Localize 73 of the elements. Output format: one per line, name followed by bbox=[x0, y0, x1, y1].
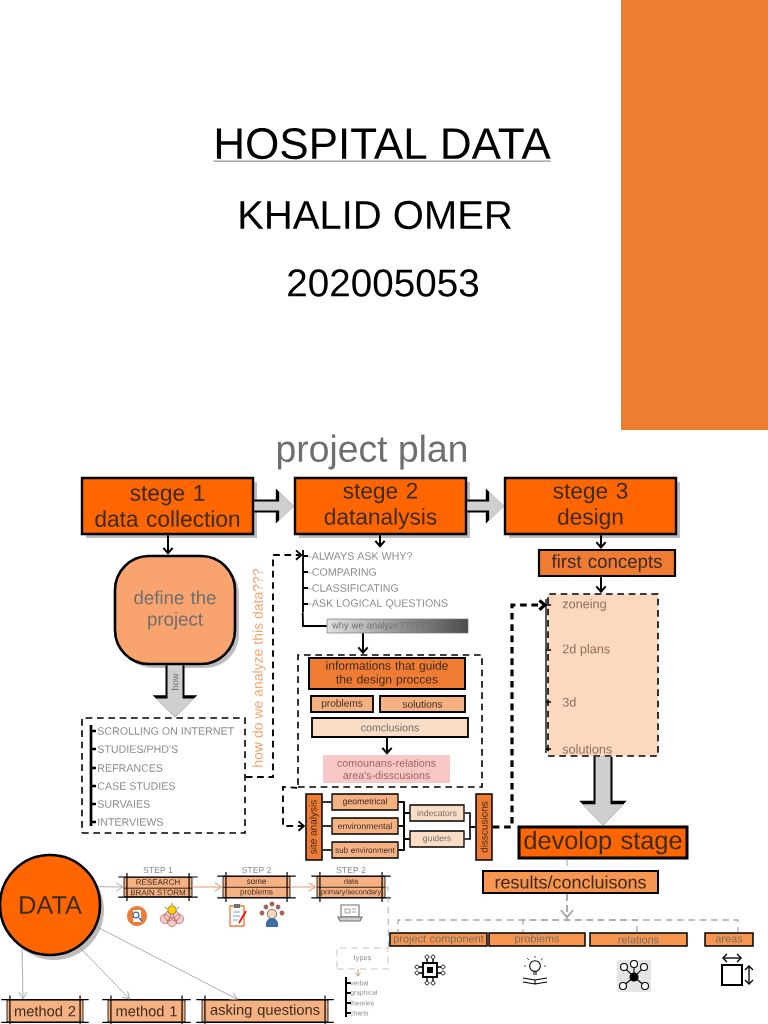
stage-box: stege 2 datanalysis bbox=[293, 476, 470, 538]
list-item: SCROLLING ON INTERNET bbox=[97, 727, 234, 735]
arrow bbox=[374, 534, 386, 548]
dashed-box bbox=[297, 654, 483, 788]
list-item: solutions bbox=[562, 744, 612, 754]
arrow bbox=[97, 882, 124, 892]
list-item: -COMPARING bbox=[308, 568, 376, 576]
id-number: 202005053 bbox=[288, 269, 478, 297]
list-item: INTERVIEWS bbox=[98, 818, 163, 826]
process-box: first concepts bbox=[537, 548, 677, 578]
list-item: STUDIES/PHD'S bbox=[97, 745, 178, 753]
vertical-bar: site analysis bbox=[305, 793, 323, 861]
list-item: -ALWAYS ASK WHY? bbox=[308, 552, 412, 560]
arrow bbox=[595, 534, 607, 549]
category-box: relations bbox=[589, 932, 688, 947]
list-item: 3d bbox=[562, 697, 576, 707]
name-text: KHALID OMER bbox=[240, 200, 511, 230]
connector-line bbox=[321, 801, 333, 803]
list-item: CASE STUDIES bbox=[97, 782, 175, 790]
arrow bbox=[289, 882, 317, 892]
dashed-arrow bbox=[244, 549, 303, 778]
dashed-line bbox=[384, 886, 389, 948]
list-item: zoneing bbox=[562, 599, 606, 611]
arrow bbox=[162, 534, 174, 555]
step-label: STEP 1 bbox=[143, 866, 173, 874]
edge-label: how bbox=[170, 672, 180, 692]
stage-box: stege 1 data collection bbox=[80, 476, 257, 538]
arrow bbox=[96, 926, 238, 1001]
connector-line bbox=[321, 825, 333, 827]
list-item: SURVAIES bbox=[97, 800, 150, 808]
method-box: method 1 bbox=[101, 995, 192, 1024]
list-item: REFRANCES bbox=[98, 764, 163, 772]
process-box: sub environment bbox=[331, 841, 399, 859]
stage-box: devolop stage bbox=[517, 825, 689, 860]
title: HOSPITAL DATA bbox=[213, 128, 551, 162]
vertical-bar: disscusions bbox=[475, 793, 493, 861]
process-box: guiders bbox=[409, 830, 465, 848]
arrow bbox=[79, 946, 130, 1000]
process-box: problems bbox=[310, 695, 374, 713]
process-box: results/concluisons bbox=[482, 870, 659, 894]
arrow bbox=[354, 969, 362, 977]
process-box: informations that guide the design procces bbox=[308, 657, 466, 690]
dashed-arrow bbox=[282, 786, 306, 832]
category-box: project component bbox=[389, 932, 488, 947]
step-label: STEP 2 bbox=[336, 866, 366, 874]
arrow bbox=[18, 947, 28, 1000]
stage-box: stege 3 design bbox=[503, 476, 680, 538]
connector-line bbox=[301, 611, 328, 627]
list-item: -ASK LOGICAL QUESTIONS bbox=[308, 599, 448, 609]
method-box: method 2 bbox=[0, 995, 90, 1024]
process-box: environmental bbox=[331, 817, 399, 835]
category-box: areas bbox=[704, 932, 754, 947]
dashed-arrow bbox=[492, 599, 548, 829]
list-item: 2d plans bbox=[562, 644, 610, 656]
arrow bbox=[595, 576, 607, 594]
connector-line bbox=[463, 826, 477, 840]
process-box: indecators bbox=[409, 804, 465, 822]
category-box: problems bbox=[488, 932, 586, 947]
process-box: comclusions bbox=[311, 717, 469, 738]
process-box: solutions bbox=[379, 695, 466, 713]
connector-line bbox=[397, 838, 411, 851]
step-label: STEP 2 bbox=[241, 866, 271, 874]
arrow bbox=[381, 736, 393, 755]
edge-label: how do we analyze this data??? bbox=[251, 567, 267, 769]
connector-line bbox=[321, 849, 333, 851]
arrow bbox=[357, 632, 369, 655]
list-item: -CLASSIFICATING bbox=[308, 584, 398, 592]
arrow bbox=[191, 882, 223, 892]
process-box: geometrical bbox=[331, 793, 399, 811]
heading: project plan bbox=[277, 434, 466, 470]
step-box: RESEARCH BRAIN STORM bbox=[117, 872, 199, 902]
method-box: asking questions bbox=[195, 995, 335, 1024]
note-box: comounans-relations area's-disscusions bbox=[323, 755, 450, 783]
